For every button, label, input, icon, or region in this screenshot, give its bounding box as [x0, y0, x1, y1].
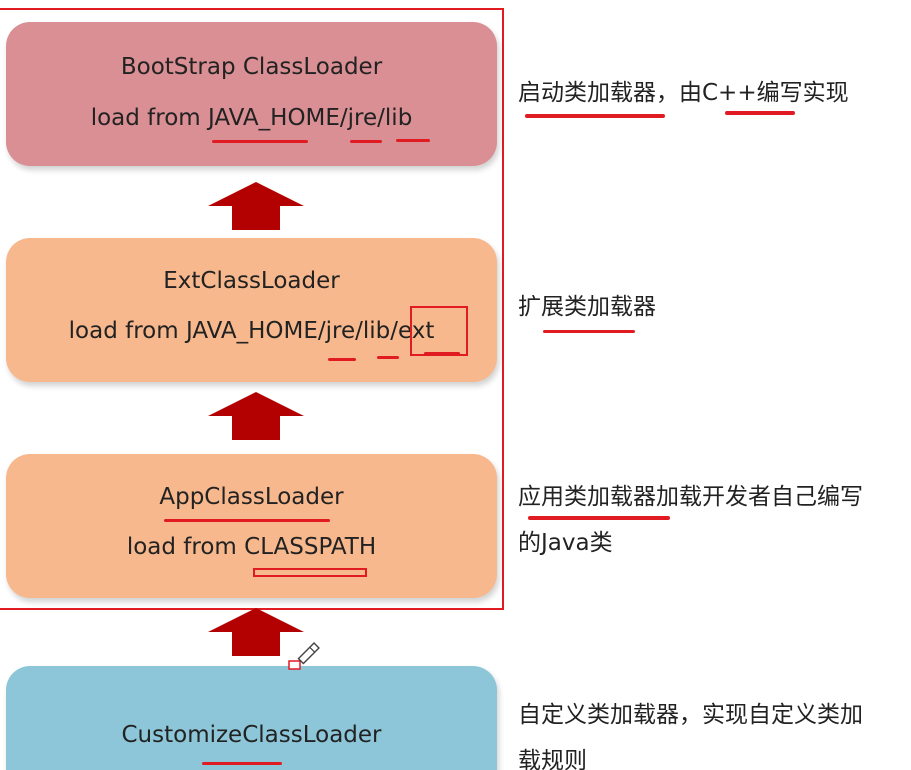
- note-custom-line-1: 自定义类加载器，实现自定义类加: [518, 702, 863, 728]
- ext-classloader-path: load from JAVA_HOME/jre/lib/ext: [68, 318, 435, 344]
- ext-classloader-name: ExtClassLoader: [163, 268, 340, 294]
- underline-lib-boot: [396, 139, 430, 142]
- note-app-line-1: 应用类加载器加载开发者自己编写: [518, 484, 863, 510]
- pen-cursor-icon: [288, 642, 320, 670]
- arrow-ext-to-bootstrap: [208, 182, 304, 230]
- custom-classloader-box: CustomizeClassLoader: [6, 666, 497, 770]
- underline-java-home-boot: [212, 140, 308, 143]
- bootstrap-classloader-path: load from JAVA_HOME/jre/lib: [90, 105, 413, 131]
- custom-classloader-name: CustomizeClassLoader: [121, 722, 382, 748]
- underline-custom-name: [202, 762, 282, 765]
- app-classloader-box: AppClassLoader load from CLASSPATH: [6, 454, 497, 598]
- underline-jre-ext-1: [328, 358, 356, 361]
- arrow-app-to-ext: [208, 392, 304, 440]
- arrow-custom-to-app: [208, 608, 304, 656]
- underline-jre-ext-2: [377, 356, 399, 359]
- ext-folder-highlight-box: [410, 306, 468, 356]
- underline-note-bootstrap-1: [525, 114, 665, 118]
- app-classloader-name: AppClassLoader: [159, 484, 344, 510]
- jvm-loaders-highlight-frame: [0, 8, 504, 610]
- underline-note-bootstrap-2: [725, 111, 795, 115]
- note-custom-line-2: 载规则: [518, 748, 587, 770]
- underline-note-ext: [543, 330, 635, 333]
- underline-jre-boot: [350, 140, 382, 143]
- ext-classloader-box: ExtClassLoader load from JAVA_HOME/jre/l…: [6, 238, 497, 382]
- bootstrap-classloader-name: BootStrap ClassLoader: [120, 54, 383, 80]
- classpath-highlight-box: [253, 568, 367, 577]
- underline-app-name: [164, 519, 330, 522]
- note-app-line-2: 的Java类: [518, 530, 613, 556]
- app-classloader-path: load from CLASSPATH: [126, 534, 377, 560]
- note-ext: 扩展类加载器: [518, 294, 656, 320]
- note-bootstrap: 启动类加载器，由C++编写实现: [518, 80, 849, 106]
- bootstrap-classloader-box: BootStrap ClassLoader load from JAVA_HOM…: [6, 22, 497, 166]
- underline-ext-ext: [424, 352, 460, 355]
- underline-note-app: [528, 516, 670, 520]
